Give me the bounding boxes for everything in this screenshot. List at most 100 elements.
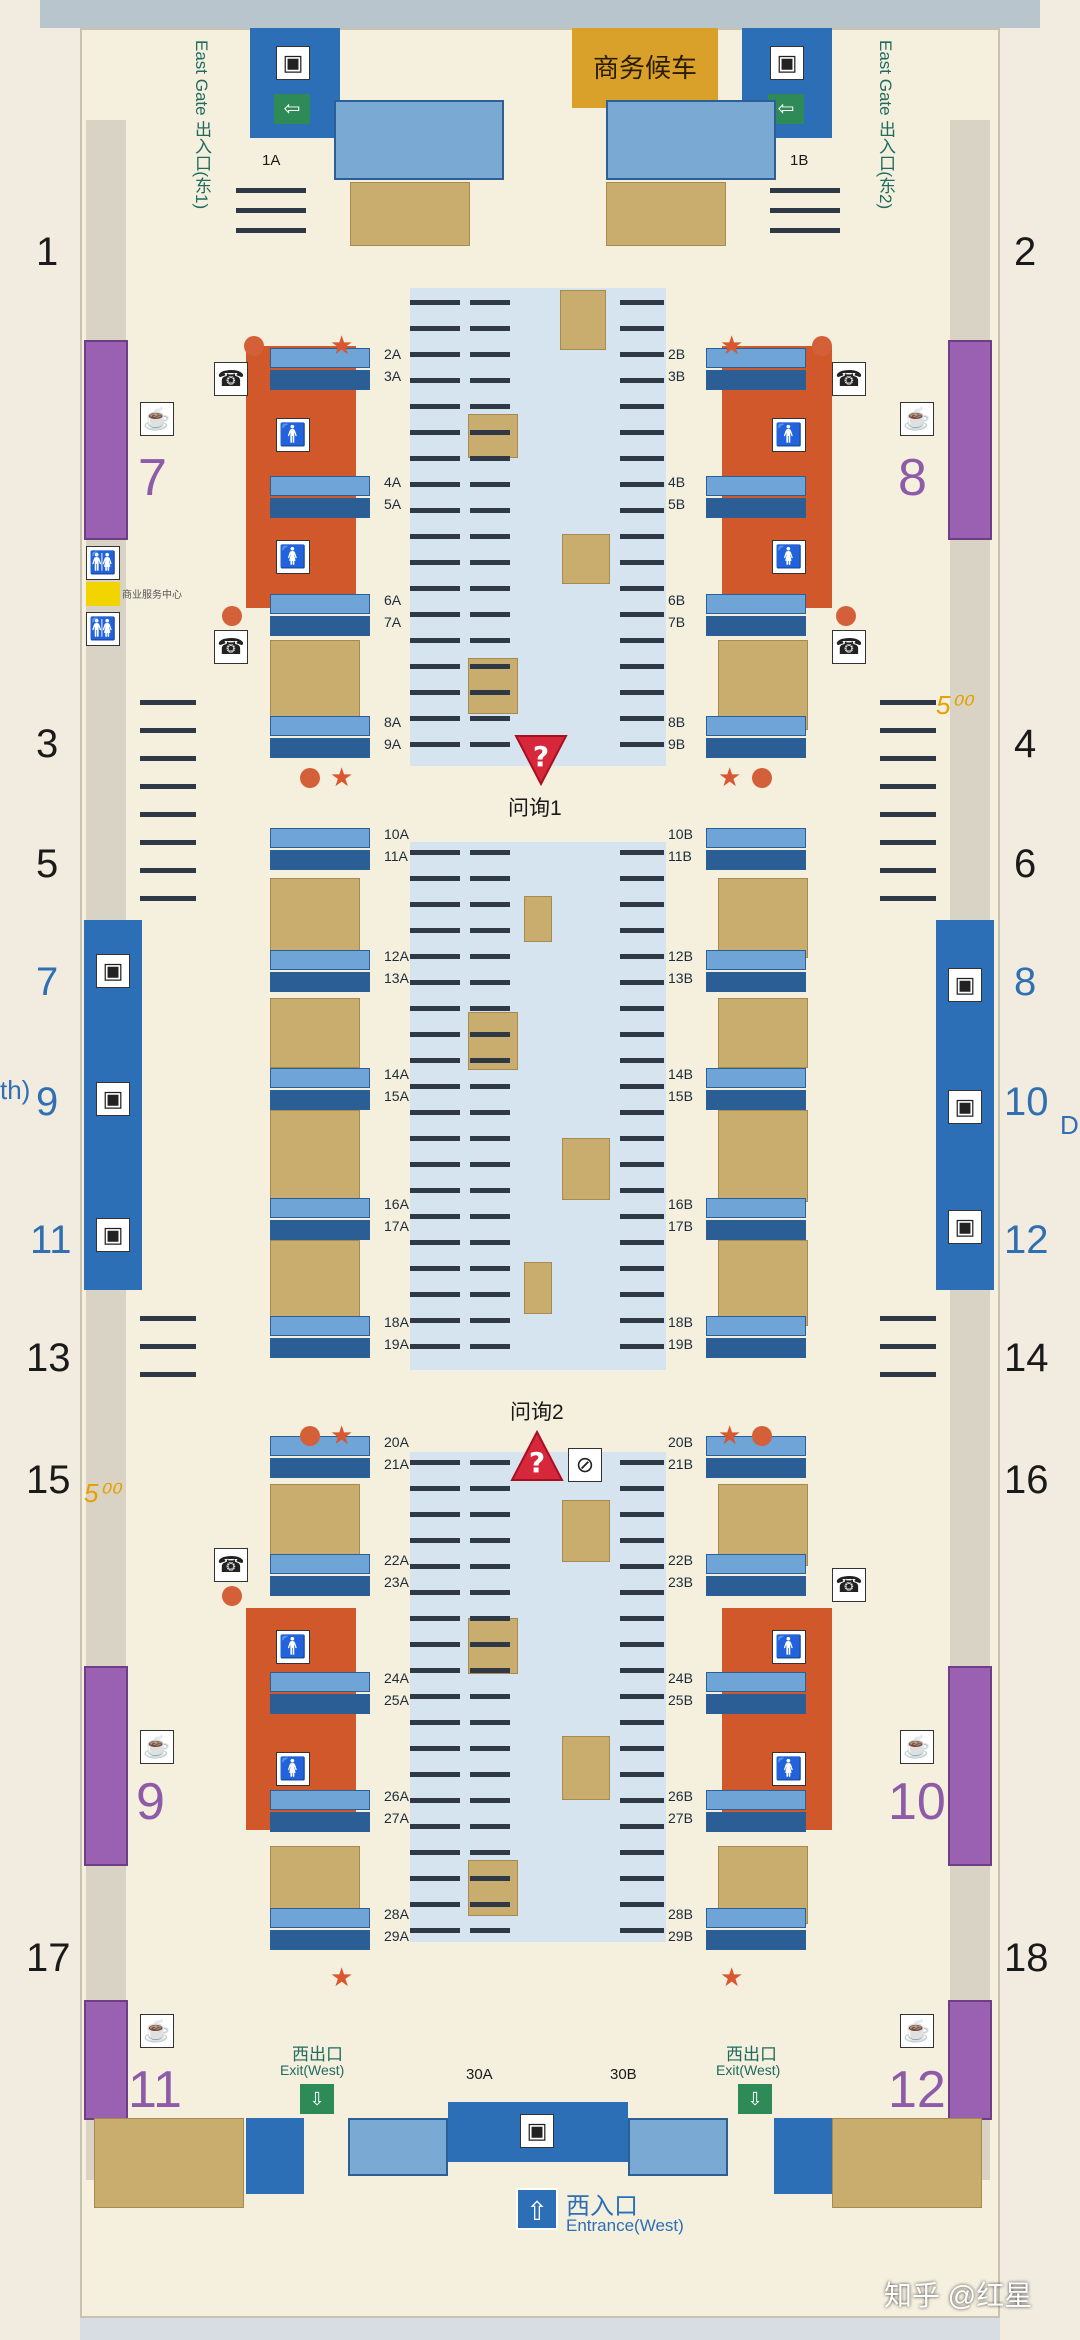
exit-left-icon[interactable]: ⇩ [300,2084,334,2114]
gate-row-right[interactable] [706,476,806,496]
seat-row [236,188,306,193]
gate-row-left[interactable] [270,950,370,970]
gate-row-right[interactable] [706,1576,806,1596]
escalator-bottom-right [628,2118,728,2176]
entrance-icon[interactable]: ⇧ [516,2188,558,2230]
bottom-right-blue[interactable] [774,2118,832,2194]
gate-row-left[interactable] [270,1458,370,1478]
gate-row-left[interactable] [270,1694,370,1714]
gate-row-left[interactable] [270,1554,370,1574]
waiting-room-right-mid[interactable] [948,1666,992,1866]
gate-row-right[interactable] [706,1458,806,1478]
seat-row [620,638,664,643]
waiting-room-left-bottom[interactable] [84,2000,128,2120]
waiting-room-left-mid[interactable] [84,1666,128,1866]
gate-row-left[interactable] [270,972,370,992]
waiting-room-left-top[interactable] [84,340,128,540]
gate-row-right[interactable] [706,716,806,736]
gate-label-left: 29A [384,1928,409,1944]
gate-label-left: 8A [384,714,402,730]
gate-row-left[interactable] [270,370,370,390]
gate-row-left[interactable] [270,850,370,870]
platform-5: 5 [36,842,59,886]
platform-14: 14 [1004,1336,1049,1380]
gate-row-left[interactable] [270,1068,370,1088]
gate-row-left[interactable] [270,498,370,518]
gate-row-right[interactable] [706,1554,806,1574]
gate-row-right[interactable] [706,1198,806,1218]
gate-row-right[interactable] [706,738,806,758]
gate-row-right[interactable] [706,370,806,390]
waiting-room-right-top[interactable] [948,340,992,540]
gate-row-right[interactable] [706,1790,806,1810]
right-ticket-hall[interactable]: ▣ ▣ ▣ [936,920,994,1290]
gate-label-left: 18A [384,1314,409,1330]
gate-row-left[interactable] [270,1198,370,1218]
gate-row-left[interactable] [270,1672,370,1692]
gate-row-left[interactable] [270,1316,370,1336]
seat-row [410,1084,460,1089]
seat-row [620,1032,664,1037]
info-desk-1-icon[interactable]: ? [512,730,570,788]
seat-row [470,1694,510,1699]
gate-row-right[interactable] [706,1068,806,1088]
gate-row-left[interactable] [270,1576,370,1596]
gate-label-right: 27B [668,1810,693,1826]
gate-row-left[interactable] [270,1436,370,1456]
bottom-left-blue[interactable] [246,2118,304,2194]
gate-row-left[interactable] [270,594,370,614]
seat-row [470,1772,510,1777]
info-desk-2-icon[interactable]: ? [508,1428,566,1486]
waiting-room-right-bottom[interactable] [948,2000,992,2120]
gate-row-right[interactable] [706,828,806,848]
gate-row-right[interactable] [706,616,806,636]
gate-row-left[interactable] [270,476,370,496]
gate-label-left: 28A [384,1906,409,1922]
seat-row [620,560,664,565]
platform-11: 11 [30,1218,72,1262]
gate-row-right[interactable] [706,1090,806,1110]
gate-row-left[interactable] [270,1090,370,1110]
business-center-marker[interactable] [86,582,120,606]
gate-row-right[interactable] [706,1930,806,1950]
gate-row-left[interactable] [270,1908,370,1928]
smoking-icon: ⊘ [568,1448,602,1482]
escalator-bottom-left [348,2118,448,2176]
left-ticket-hall[interactable]: ▣ ▣ ▣ [84,920,142,1290]
gate-row-left[interactable] [270,738,370,758]
right-column-tan-top [718,640,808,730]
gate-row-left[interactable] [270,1930,370,1950]
east-gate-1-block[interactable]: ▣ ⇦ [250,28,340,138]
gate-row-left[interactable] [270,716,370,736]
gate-row-left[interactable] [270,1220,370,1240]
gate-row-left[interactable] [270,348,370,368]
platform-13: 13 [26,1336,71,1380]
seat-row [620,1694,664,1699]
gate-row-right[interactable] [706,1220,806,1240]
gate-row-left[interactable] [270,1812,370,1832]
gate-row-left[interactable] [270,828,370,848]
gate-row-left[interactable] [270,616,370,636]
gate-row-right[interactable] [706,348,806,368]
gate-row-left[interactable] [270,1790,370,1810]
gate-row-right[interactable] [706,498,806,518]
seat-row [620,1668,664,1673]
gate-row-right[interactable] [706,850,806,870]
gate-row-right[interactable] [706,594,806,614]
info-desk-2-label: 问询2 [510,1401,564,1424]
seat-row [620,534,664,539]
gate-row-right[interactable] [706,1672,806,1692]
gate-row-right[interactable] [706,972,806,992]
gate-row-right[interactable] [706,950,806,970]
seat-row [410,378,460,383]
gate-row-right[interactable] [706,1908,806,1928]
gate-row-left[interactable] [270,1338,370,1358]
gate-row-right[interactable] [706,1338,806,1358]
west-entrance-block[interactable]: ▣ [448,2102,628,2162]
business-waiting-sign[interactable]: 商务候车 [572,28,718,108]
gate-row-right[interactable] [706,1812,806,1832]
gate-row-right[interactable] [706,1316,806,1336]
exit-right-icon[interactable]: ⇩ [738,2084,772,2114]
gate-row-right[interactable] [706,1694,806,1714]
seat-row [620,378,664,383]
